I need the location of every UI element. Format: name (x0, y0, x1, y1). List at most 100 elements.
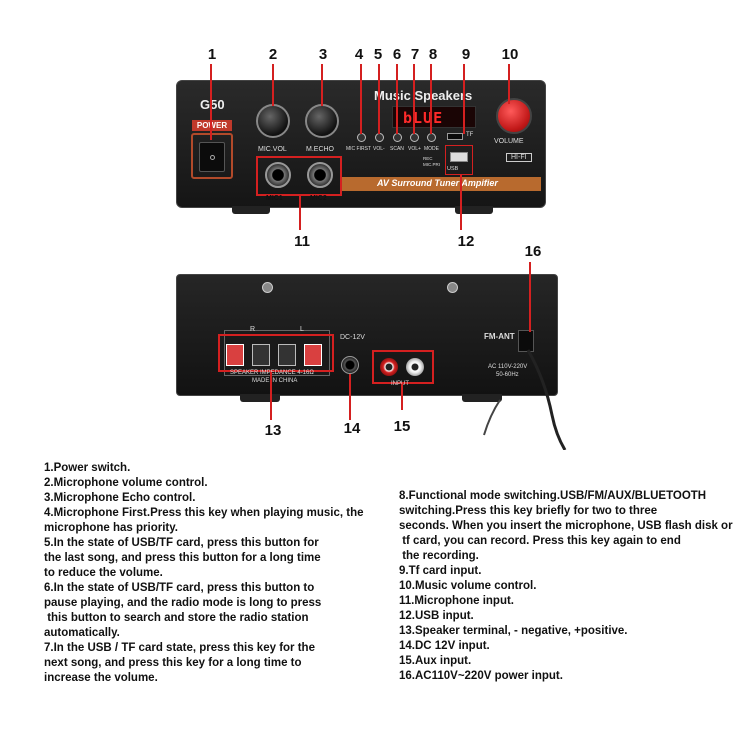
fm-ant-label: FM-ANT (484, 332, 515, 341)
speaker-terminals-frame (218, 334, 334, 372)
mic-inputs-frame (256, 156, 342, 196)
volume-label: VOLUME (494, 138, 524, 145)
back-panel-diagram: R L SPEAKER IMPEDANCE 4-16Ω MADE IN CHIN… (0, 243, 750, 450)
callout-13: 13 (264, 422, 282, 439)
aux-inputs-frame (372, 350, 434, 384)
desc-line: tf card, you can record. Press this key … (399, 535, 681, 547)
desc-line: the last song, and press this button for… (44, 552, 321, 564)
aux-jack-red[interactable] (380, 358, 398, 376)
callout-9: 9 (461, 46, 471, 63)
desc-line: 12.USB input. (399, 610, 474, 622)
back-leader-lines (270, 262, 567, 450)
desc-line: 4.Microphone First.Press this key when p… (44, 507, 364, 519)
volume-knob[interactable] (496, 98, 532, 134)
desc-line: 10.Music volume control. (399, 580, 537, 592)
mic-echo-label: M.ECHO (306, 146, 334, 153)
tf-slot[interactable] (447, 133, 463, 140)
scan-label: SCAN (390, 146, 404, 152)
screw-icon (447, 282, 458, 293)
vol-minus-label: VOL- (373, 146, 385, 152)
hz-label: 50-60Hz (496, 372, 519, 378)
callout-3: 3 (318, 46, 328, 63)
display-title: Music Speakers (374, 88, 473, 103)
mic1-jack[interactable] (265, 162, 291, 188)
desc-line: 14.DC 12V input. (399, 640, 490, 652)
desc-line: 8.Functional mode switching.USB/FM/AUX/B… (399, 490, 707, 502)
desc-line: 11.Microphone input. (399, 595, 515, 607)
model-banner-text: AV Surround Tuner Ampifier (377, 178, 498, 188)
callout-11: 11 (294, 233, 310, 250)
usb-label: USB (447, 166, 459, 172)
power-indicator-icon (210, 155, 215, 160)
made-in-label: MADE IN CHINA (252, 378, 298, 384)
r-label: R (250, 326, 256, 333)
ac-label: AC 110V-220V (488, 364, 528, 370)
callout-2: 2 (268, 46, 278, 63)
desc-line: 9.Tf card input. (399, 565, 482, 577)
desc-line: pause playing, and the radio mode is lon… (44, 597, 322, 609)
desc-line: microphone has priority. (44, 522, 178, 534)
rec-label: REC MIC.PRI (423, 156, 441, 167)
desc-line: 3.Microphone Echo control. (44, 492, 196, 504)
front-panel-diagram: G50 POWER MIC.VOL M.ECHO Music Speakers … (0, 0, 750, 250)
dc-label: DC-12V (340, 334, 365, 341)
desc-line: to reduce the volume. (44, 567, 163, 579)
callout-16: 16 (524, 243, 542, 260)
callout-12: 12 (457, 233, 475, 250)
power-switch[interactable] (199, 142, 225, 172)
desc-line: switching.Press this key briefly for two… (399, 505, 658, 517)
desc-line: seconds. When you insert the microphone,… (399, 520, 733, 532)
mode-label: MODE (424, 146, 439, 152)
callout-7: 7 (410, 46, 420, 63)
input-label: INPUT (391, 381, 409, 387)
vol-plus-label: VOL+ (408, 146, 421, 152)
back-foot-right (462, 394, 502, 402)
desc-line: automatically. (44, 627, 120, 639)
callout-4: 4 (354, 46, 364, 63)
callout-14: 14 (343, 420, 361, 437)
desc-line: 5.In the state of USB/TF card, press thi… (44, 537, 319, 549)
speaker-terminal-l-negative[interactable] (278, 344, 296, 366)
desc-line: 16.AC110V~220V power input. (399, 670, 563, 682)
model-banner: AV Surround Tuner Ampifier (341, 177, 541, 191)
callout-8: 8 (428, 46, 438, 63)
speaker-terminal-r-positive[interactable] (252, 344, 270, 366)
desc-line: 15.Aux input. (399, 655, 472, 667)
usb-port-frame (445, 145, 473, 175)
aux-jack-white[interactable] (406, 358, 424, 376)
front-foot-left (232, 206, 270, 214)
mic1-label: MIC1 (266, 195, 283, 202)
mic2-label: MIC2 (310, 195, 327, 202)
desc-line: 2.Microphone volume control. (44, 477, 208, 489)
desc-line: 1.Power switch. (44, 462, 131, 474)
desc-line: increase the volume. (44, 672, 158, 684)
desc-line: the recording. (399, 550, 479, 562)
mic2-jack[interactable] (307, 162, 333, 188)
mic-first-label: MIC FIRST (346, 146, 371, 152)
desc-line: 13.Speaker terminal, - negative, +positi… (399, 625, 628, 637)
front-foot-right (455, 206, 493, 214)
led-display-text: bLUE (403, 109, 444, 127)
desc-line: 7.In the USB / TF card state, press this… (44, 642, 315, 654)
dc-jack[interactable] (341, 356, 359, 374)
mic-vol-label: MIC.VOL (258, 146, 287, 153)
hifi-badge: HI-FI (506, 153, 532, 162)
desc-line: 6.In the state of USB/TF card, press thi… (44, 582, 315, 594)
callout-10: 10 (501, 46, 519, 63)
screw-icon (262, 282, 273, 293)
callout-15: 15 (393, 418, 411, 435)
mic-echo-knob[interactable] (305, 104, 339, 138)
desc-line: next song, and press this key for a long… (44, 657, 302, 669)
model-label: G50 (200, 97, 225, 112)
front-leader-lines (210, 64, 510, 230)
callout-6: 6 (392, 46, 402, 63)
l-label: L (300, 326, 304, 333)
speaker-terminal-l-positive[interactable] (304, 344, 322, 366)
speaker-terminal-r-negative[interactable] (226, 344, 244, 366)
desc-line: this button to search and store the radi… (44, 612, 309, 624)
callout-1: 1 (207, 46, 217, 63)
tf-label: TF (466, 132, 474, 138)
usb-port[interactable] (450, 152, 468, 162)
callout-5: 5 (373, 46, 383, 63)
fm-ant-connector[interactable] (518, 330, 534, 352)
